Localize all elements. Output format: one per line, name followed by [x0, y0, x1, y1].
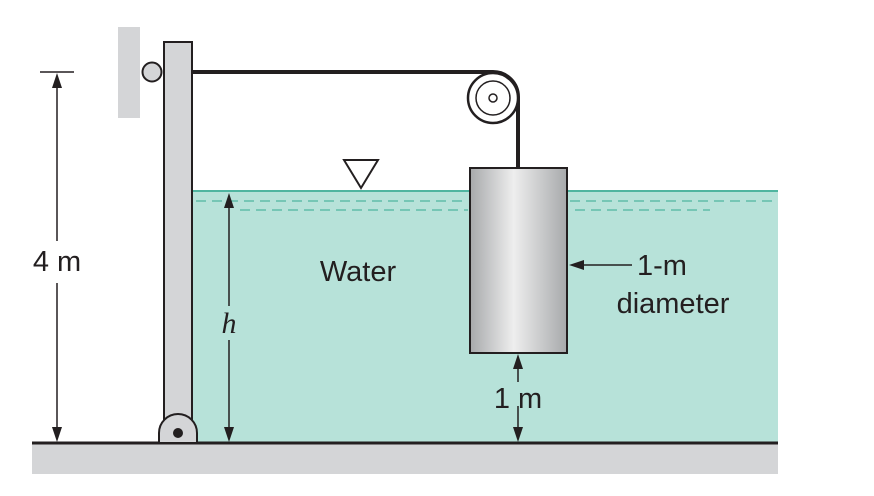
- surface-dashes: [196, 200, 776, 211]
- depth-dimension: [224, 193, 234, 442]
- depth-label: h: [222, 307, 237, 340]
- cylinder: [469, 167, 568, 354]
- fluid-label: Water: [320, 256, 397, 288]
- cable: [192, 70, 520, 168]
- height-dimension: [40, 71, 74, 442]
- height-label: 4 m: [33, 246, 81, 278]
- diameter-leader: [569, 260, 632, 270]
- hinge-pin-icon: [173, 428, 183, 438]
- gap-dimension: [513, 354, 523, 442]
- ground: [32, 442, 778, 474]
- pulley-icon: [466, 71, 520, 125]
- vertical-post: [163, 41, 193, 444]
- free-surface-icon: [342, 159, 380, 190]
- wall-bracket: [118, 27, 140, 118]
- diameter-label-line2: diameter: [617, 288, 730, 320]
- diameter-label-line1: 1-m: [637, 250, 687, 282]
- roller-icon: [141, 61, 163, 83]
- gap-label: 1 m: [494, 383, 542, 415]
